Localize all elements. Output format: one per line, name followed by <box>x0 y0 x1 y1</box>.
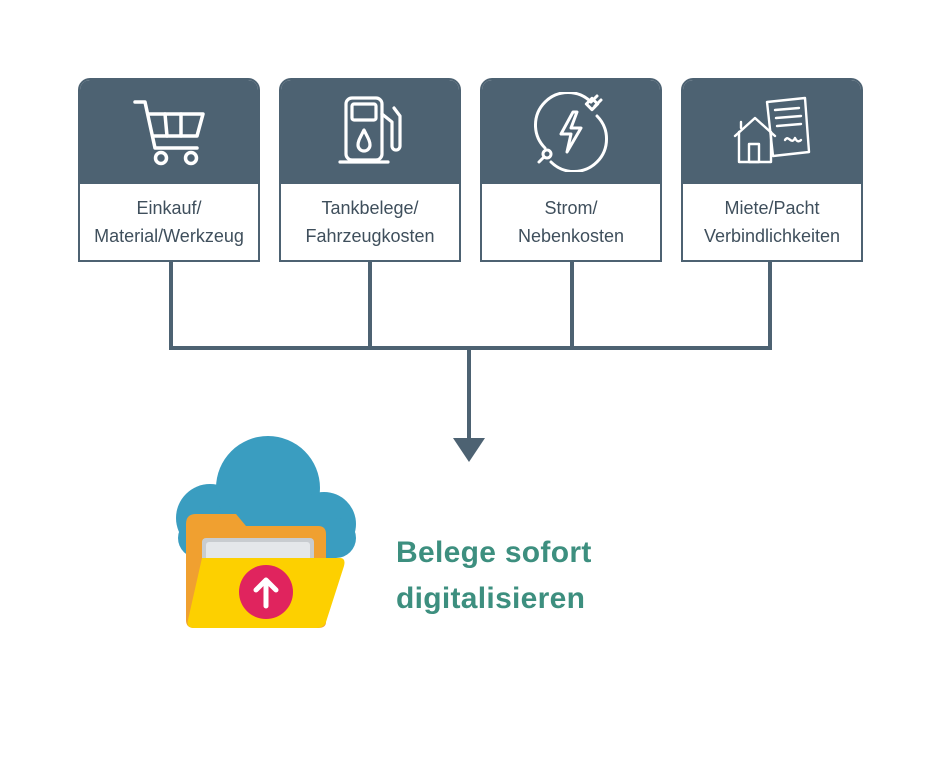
card-label: Einkauf/ Material/Werkzeug <box>94 198 244 246</box>
card-label: Tankbelege/ Fahrzeugkosten <box>305 198 435 246</box>
category-card-tankbelege: Tankbelege/ Fahrzeugkosten <box>279 78 461 262</box>
upload-badge-icon <box>239 565 293 619</box>
category-card-einkauf: Einkauf/ Material/Werkzeug <box>78 78 260 262</box>
card-header <box>281 80 459 184</box>
tagline-text: Belege sofort digitalisieren <box>396 536 592 615</box>
fuel-pump-icon <box>338 96 402 164</box>
electricity-plug-icon <box>534 92 608 172</box>
card-label: Strom/ Nebenkosten <box>517 198 625 246</box>
category-card-strom: Strom/ Nebenkosten <box>480 78 662 262</box>
card-header <box>80 80 258 184</box>
cloud-folder-upload-icon <box>176 436 356 628</box>
card-header <box>683 80 861 184</box>
category-card-miete: Miete/Pacht Verbindlichkeiten <box>681 78 863 262</box>
shopping-cart-icon <box>133 100 205 166</box>
house-contract-icon <box>733 96 811 164</box>
card-header <box>482 80 660 184</box>
arrow-down-icon <box>453 438 485 462</box>
card-label: Miete/Pacht Verbindlichkeiten <box>703 198 841 246</box>
